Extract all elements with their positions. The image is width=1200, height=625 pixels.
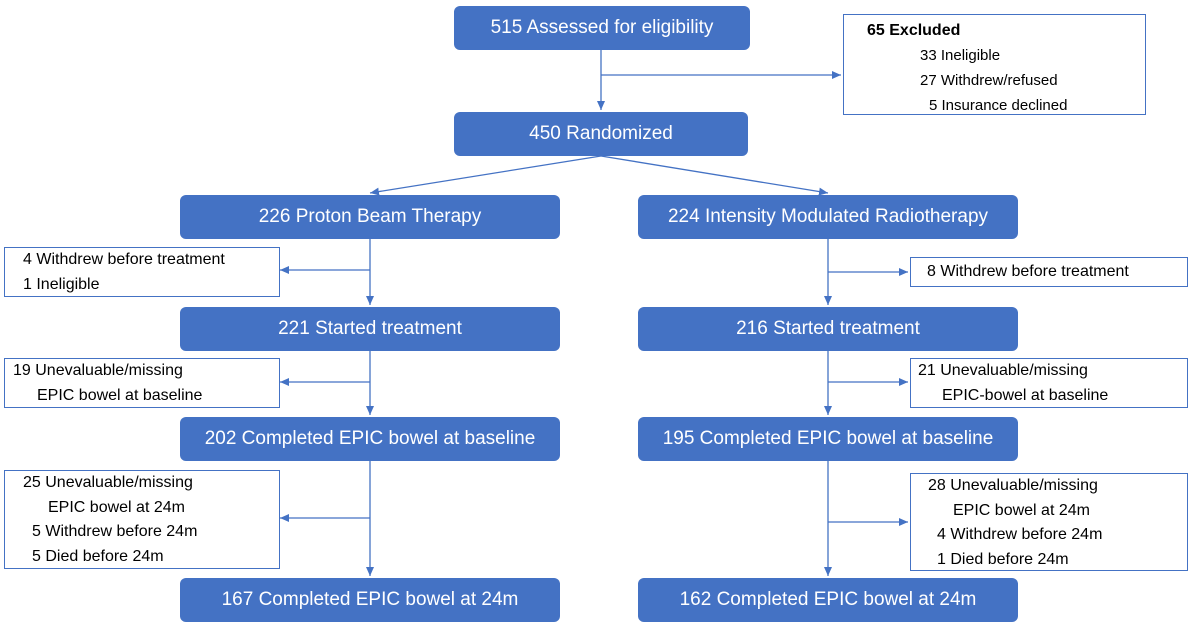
imrt-excl-3-line: 4 Withdrew before 24m <box>937 526 1103 543</box>
proton-excl-2-line: 19 Unevaluable/missing <box>13 362 183 379</box>
proton-24m-box: 167 Completed EPIC bowel at 24m <box>180 578 560 622</box>
imrt-baseline-box: 195 Completed EPIC bowel at baseline <box>638 417 1018 461</box>
excluded-line: 33 Ineligible <box>920 47 1001 64</box>
proton-excl-3-line: 25 Unevaluable/missing <box>23 474 193 491</box>
imrt-started-box: 216 Started treatment <box>638 307 1018 351</box>
excluded-title: 65 Excluded <box>867 22 961 39</box>
imrt-excl-2-box: 21 Unevaluable/missing EPIC-bowel at bas… <box>910 358 1188 408</box>
imrt-24m-box: 162 Completed EPIC bowel at 24m <box>638 578 1018 622</box>
randomized-box: 450 Randomized <box>454 112 748 156</box>
imrt-excl-3-line: 1 Died before 24m <box>937 550 1069 568</box>
proton-excl-1-line: 1 Ineligible <box>23 275 100 293</box>
proton-excl-3-line: 5 Withdrew before 24m <box>32 523 198 540</box>
arrow-randomized-to-proton <box>369 155 602 196</box>
excluded-line: 5 Insurance declined <box>929 97 1068 114</box>
imrt-excl-1-line: 8 Withdrew before treatment <box>927 263 1129 280</box>
proton-excl-3-line: 5 Died before 24m <box>32 547 164 565</box>
proton-excl-1-box: 4 Withdrew before treatment 1 Ineligible <box>4 247 280 297</box>
proton-excl-1-line: 4 Withdrew before treatment <box>23 251 225 268</box>
proton-excl-2-line: EPIC bowel at baseline <box>37 386 203 404</box>
arrow-randomized-to-imrt <box>600 155 829 196</box>
proton-excl-2-box: 19 Unevaluable/missing EPIC bowel at bas… <box>4 358 280 408</box>
imrt-arm-box: 224 Intensity Modulated Radiotherapy <box>638 195 1018 239</box>
proton-excl-3-box: 25 Unevaluable/missing EPIC bowel at 24m… <box>4 470 280 569</box>
imrt-excl-3-box: 28 Unevaluable/missing EPIC bowel at 24m… <box>910 473 1188 571</box>
proton-excl-3-line: EPIC bowel at 24m <box>48 498 185 516</box>
imrt-excl-3-line: 28 Unevaluable/missing <box>928 477 1098 494</box>
imrt-excl-3-line: EPIC bowel at 24m <box>953 501 1090 519</box>
assessed-box: 515 Assessed for eligibility <box>454 6 750 50</box>
proton-arm-box: 226 Proton Beam Therapy <box>180 195 560 239</box>
excluded-line: 27 Withdrew/refused <box>920 72 1058 89</box>
imrt-excl-1-box: 8 Withdrew before treatment <box>910 257 1188 287</box>
imrt-excl-2-line: EPIC-bowel at baseline <box>942 386 1109 404</box>
imrt-excl-2-line: 21 Unevaluable/missing <box>918 362 1088 379</box>
excluded-box: 65 Excluded 33 Ineligible 27 Withdrew/re… <box>843 14 1146 115</box>
proton-started-box: 221 Started treatment <box>180 307 560 351</box>
proton-baseline-box: 202 Completed EPIC bowel at baseline <box>180 417 560 461</box>
